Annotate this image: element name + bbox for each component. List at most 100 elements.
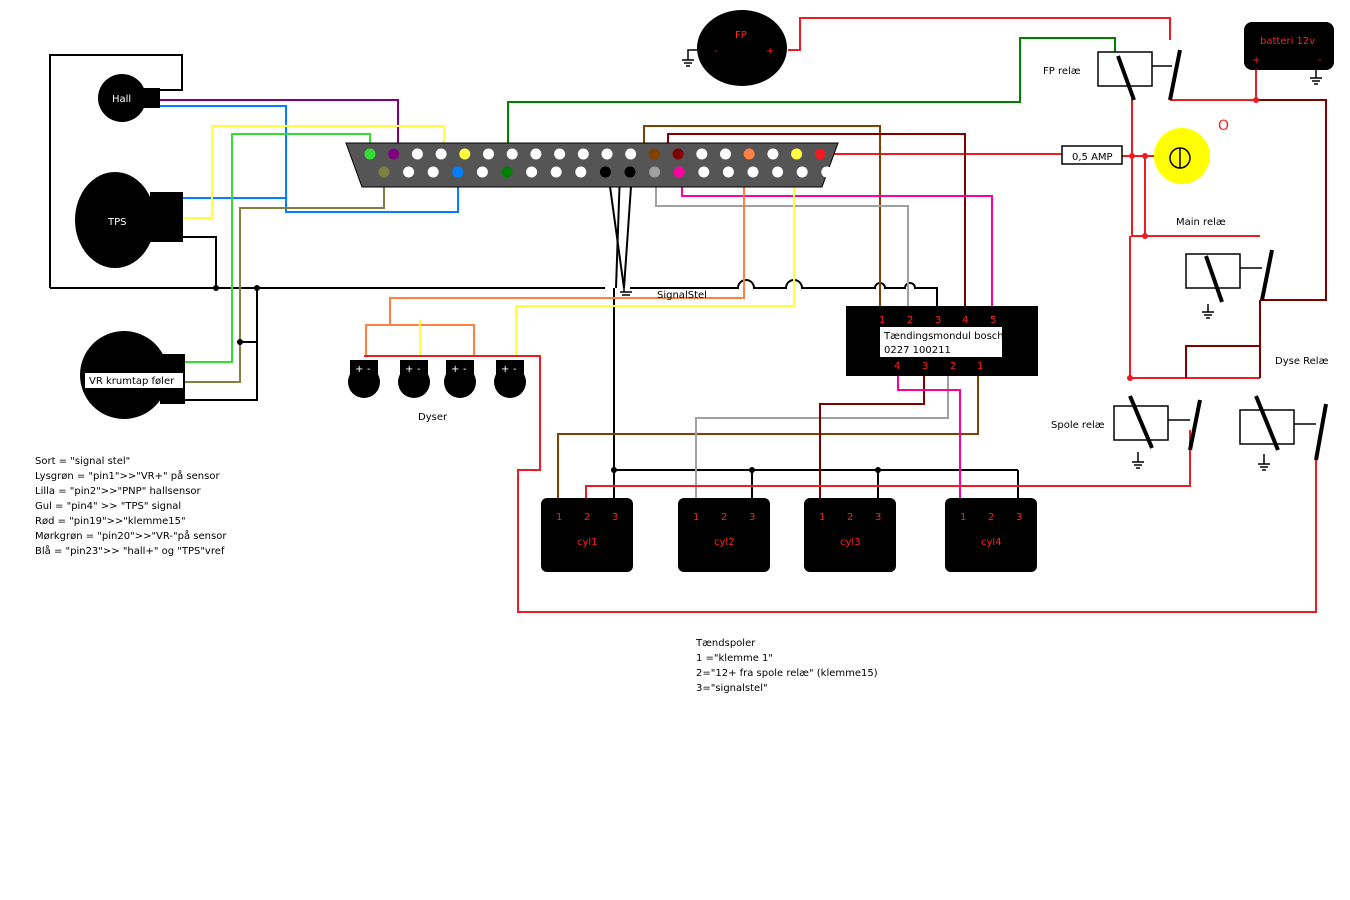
warning-lamp: O	[1154, 118, 1229, 184]
ecu-pin	[526, 166, 538, 178]
injector: +-	[494, 360, 526, 398]
coil-pin-label: 2	[721, 512, 727, 523]
coil-relay-coil	[1128, 395, 1154, 449]
lamp-body	[1154, 128, 1210, 184]
ign-out-darkred	[819, 376, 925, 498]
battery-minus: -	[1318, 55, 1322, 66]
battery-main	[1170, 62, 1257, 101]
legend-line: Gul = "pin4" >> "TPS" signal	[35, 501, 182, 512]
tps-body	[75, 172, 155, 268]
injector-minus: -	[513, 364, 517, 375]
hall-connector	[142, 88, 160, 108]
ignition-bottom-pin-label: 4	[894, 361, 900, 372]
ecu-pin	[483, 148, 494, 160]
tps-sensor: TPS	[75, 172, 183, 268]
injector-power-rail	[364, 355, 1317, 613]
ecu-pin	[767, 148, 779, 160]
ecu-pin	[601, 148, 613, 160]
vr-khaki-wire	[185, 172, 385, 383]
fuse: 0,5 AMP	[1061, 145, 1123, 165]
injector-plus: +	[405, 364, 413, 375]
vr-label-box	[85, 373, 183, 388]
main-relay-out	[1256, 99, 1327, 301]
ecu-ground-1	[607, 171, 625, 289]
injector-relay-coil	[1254, 395, 1280, 451]
ecu-ground-2	[623, 171, 633, 289]
ecu-gray-wire	[655, 172, 909, 308]
main-relay-feed	[1131, 98, 1260, 237]
ecu-yellow-wire	[515, 154, 795, 356]
ignition-module-name: Tændingsmondul bosch	[883, 331, 1004, 342]
injector-minus: -	[367, 364, 371, 375]
main-relay-coil	[1204, 255, 1224, 303]
main-relay-switch	[1260, 249, 1274, 301]
fuel-pump-label: FP	[735, 30, 747, 41]
battery-plus: +	[1252, 55, 1260, 66]
ecu-pin	[791, 148, 803, 160]
ecu-pin	[599, 166, 611, 178]
ecu-pin	[698, 166, 710, 178]
injector-body	[494, 366, 526, 398]
ecu-pin	[575, 166, 587, 178]
ecu-pin	[722, 166, 734, 178]
relay-output-bus	[1185, 300, 1261, 378]
coil-pin-label: 3	[1016, 512, 1022, 523]
junction-dot	[1129, 153, 1135, 159]
injector-minus: -	[417, 364, 421, 375]
injector: +-	[444, 360, 476, 398]
fuel-pump-plus: +	[766, 46, 774, 57]
junction-dot	[611, 467, 617, 473]
fuel-pump-minus: -	[714, 46, 718, 57]
legend-line: 3="signalstel"	[696, 683, 768, 694]
battery: batteri 12v + -	[1244, 22, 1334, 85]
legend-line: 1 ="klemme 1"	[696, 653, 774, 664]
fuel-pump-ground-icon	[682, 59, 694, 67]
ignition-bottom-pin-label: 2	[950, 361, 956, 372]
hall-vref-wire	[160, 105, 459, 213]
ecu-pin	[452, 166, 464, 178]
vr-sensor: VR krumtap føler	[80, 331, 185, 419]
legend-line: Tændspoler	[696, 638, 756, 649]
ign-out-gray	[695, 376, 949, 498]
ecu-pin	[648, 148, 660, 160]
injectors: +-+-+-+-	[348, 360, 526, 398]
ecu-pin	[364, 148, 376, 160]
injectors-label: Dyser	[418, 412, 448, 423]
coil-relay: Spole relæ	[1051, 395, 1202, 469]
ecu-pin	[476, 166, 488, 178]
hall-signal-wire	[160, 99, 399, 150]
coil-label: cyl3	[840, 537, 861, 548]
coil-body	[541, 498, 633, 572]
red-junction-dots	[1127, 97, 1259, 381]
ecu-brown-wire	[643, 125, 881, 308]
fp-relay-control-wire	[507, 37, 1116, 172]
coil-body	[804, 498, 896, 572]
hall-sensor: Hall	[98, 74, 160, 122]
legend-line: 2="12+ fra spole relæ" (klemme15)	[696, 668, 878, 679]
ecu-orange-wire	[365, 154, 745, 356]
coil-label: cyl1	[577, 537, 598, 548]
coil-pin-label: 3	[612, 512, 618, 523]
fp-power-wire	[788, 17, 1171, 51]
coil-pin-label: 2	[988, 512, 994, 523]
coil-label: cyl2	[714, 537, 735, 548]
injector: +-	[348, 360, 380, 398]
junction-dot	[237, 339, 243, 345]
injector: +-	[398, 360, 430, 398]
injector-plus: +	[355, 364, 363, 375]
hall-body	[98, 74, 146, 122]
junction-dot	[749, 467, 755, 473]
junction-dot	[1127, 375, 1133, 381]
fuse-label: 0,5 AMP	[1072, 152, 1113, 163]
vr-label: VR krumtap føler	[89, 376, 175, 387]
ecu-pin	[673, 166, 685, 178]
injector-plus: +	[451, 364, 459, 375]
ecu-pin	[427, 166, 439, 178]
injector-relay-switch	[1314, 403, 1328, 461]
ignition-module-part: 0227 100211	[884, 345, 951, 356]
coil-pin-label: 2	[584, 512, 590, 523]
ignition-bottom-pin-label: 1	[977, 361, 983, 372]
junction-dot	[213, 285, 219, 291]
